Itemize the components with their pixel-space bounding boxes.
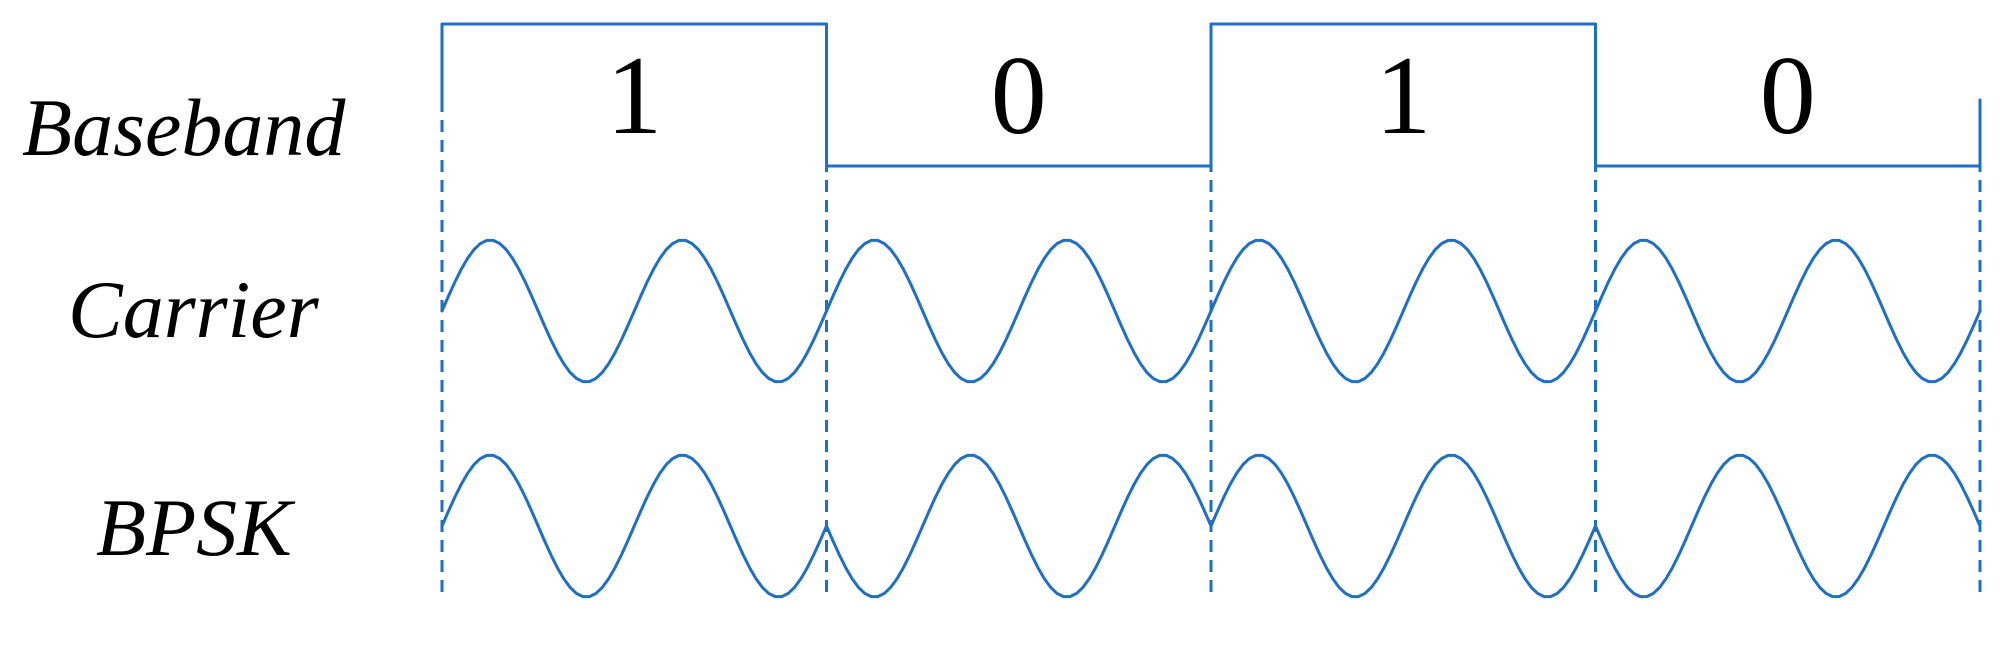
bpsk-waveform [440,453,1982,599]
row-label-baseband: Baseband [22,82,346,173]
carrier-waveform [440,238,1982,384]
bit-label: 0 [991,34,1047,158]
row-label-bpsk: BPSK [96,482,296,573]
bit-boundary-dividers [440,100,1982,600]
bit-label: 0 [1760,34,1816,158]
bit-labels: 1 0 1 0 [606,34,1816,158]
bit-label: 1 [1375,34,1431,158]
baseband-waveform [440,22,1982,168]
row-label-carrier: Carrier [68,264,320,355]
bit-label: 1 [606,34,662,158]
